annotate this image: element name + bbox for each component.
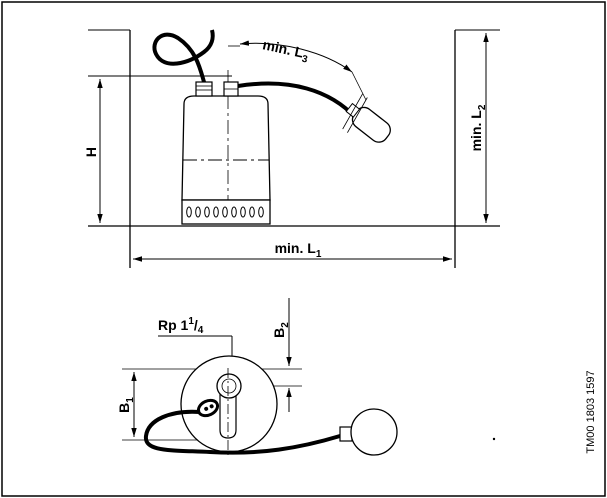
l2-label: min. L2 [468,104,488,151]
rp-label: Rp 11/4 [158,316,204,336]
float-switch-top [339,408,398,456]
pump-body [181,95,271,201]
float-switch-ball [350,408,398,456]
top-view: Rp 11/4 B2 B1 [116,298,496,456]
pump-top-view [180,355,278,456]
side-view: H min. L2 min. L1 [83,29,500,268]
pump-side-view [152,29,391,225]
dot-mark [492,437,496,441]
b2-label: B2 [271,322,291,338]
l3-ext-right [351,71,367,101]
b1-label: B1 [116,397,136,413]
drawing-number: TM00 1803 1597 [585,370,597,453]
l3-label: min. L3 [260,36,310,65]
float-cable-side [237,81,358,120]
float-cable-top [143,409,341,455]
cable-gland [195,81,213,97]
h-label: H [83,147,99,157]
float-switch-side [342,93,391,143]
power-cable [152,29,215,83]
l3-dimension-arc [239,40,353,73]
l1-label: min. L1 [275,240,322,260]
pump-inlet-slots [186,206,264,218]
outlet-circle-inner [221,378,237,394]
